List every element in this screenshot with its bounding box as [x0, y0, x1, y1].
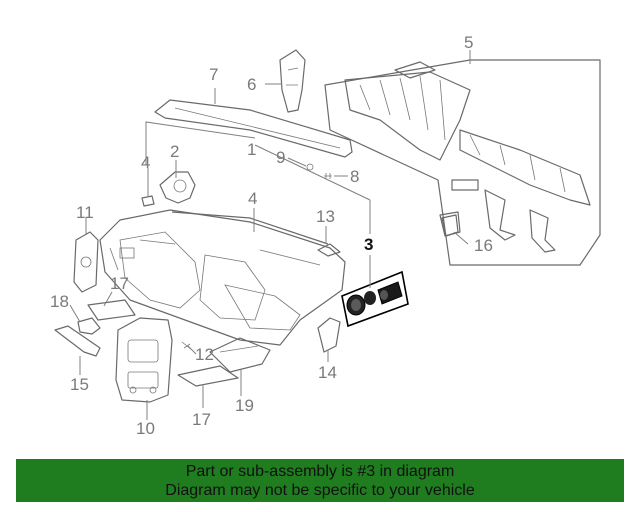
callout-4-left: 4 [141, 153, 150, 172]
callout-9: 9 [276, 148, 285, 167]
part-15-lower-trim [54, 325, 101, 357]
part-14-end-cap [317, 317, 341, 353]
part-4-clip [141, 195, 155, 207]
part-13-clip [317, 243, 341, 257]
callout-labels: 1 2 3 4 4 5 6 7 8 9 10 11 12 13 14 15 16… [50, 33, 493, 438]
part-11-side-cover [73, 231, 99, 293]
callout-19: 19 [235, 396, 254, 415]
banner-line-2: Diagram may not be specific to your vehi… [165, 482, 475, 499]
callout-11: 11 [76, 203, 94, 222]
part-10-center-bezel [115, 317, 173, 403]
callout-17-lower: 17 [192, 410, 211, 429]
part-18-bracket [77, 317, 101, 335]
callout-4-center: 4 [248, 189, 257, 208]
part-5-cross-car-beam [324, 59, 601, 266]
part-1-instrument-panel [99, 209, 346, 346]
part-17-bracket-lower [177, 365, 239, 387]
part-19-glove-box [209, 337, 271, 373]
callout-13: 13 [316, 207, 335, 226]
callout-15: 15 [70, 375, 89, 394]
leader-lines [69, 50, 471, 420]
part-3-vent-outlet [341, 270, 409, 328]
part-7-top-rail [154, 99, 353, 158]
part-6-bracket [279, 49, 306, 113]
callout-1: 1 [247, 140, 256, 159]
part-8-fastener [324, 173, 332, 179]
callout-8: 8 [350, 167, 359, 186]
callout-5: 5 [464, 33, 473, 52]
callout-3: 3 [364, 235, 373, 254]
callout-14: 14 [318, 363, 337, 382]
banner-line-1: Part or sub-assembly is #3 in diagram [185, 463, 455, 480]
part-2-bracket [159, 171, 196, 204]
part-17-bracket-upper [87, 299, 136, 321]
callout-10: 10 [136, 419, 155, 438]
callout-12: 12 [195, 345, 214, 364]
callout-17-upper: 17 [110, 274, 129, 293]
info-banner: Part or sub-assembly is #3 in diagram Di… [16, 459, 624, 502]
part-16-bracket [441, 214, 459, 237]
callout-18: 18 [50, 292, 69, 311]
callout-16: 16 [474, 236, 493, 255]
callout-7: 7 [209, 65, 218, 84]
callout-2: 2 [170, 142, 179, 161]
part-9-fastener [306, 163, 314, 171]
callout-6: 6 [247, 75, 256, 94]
